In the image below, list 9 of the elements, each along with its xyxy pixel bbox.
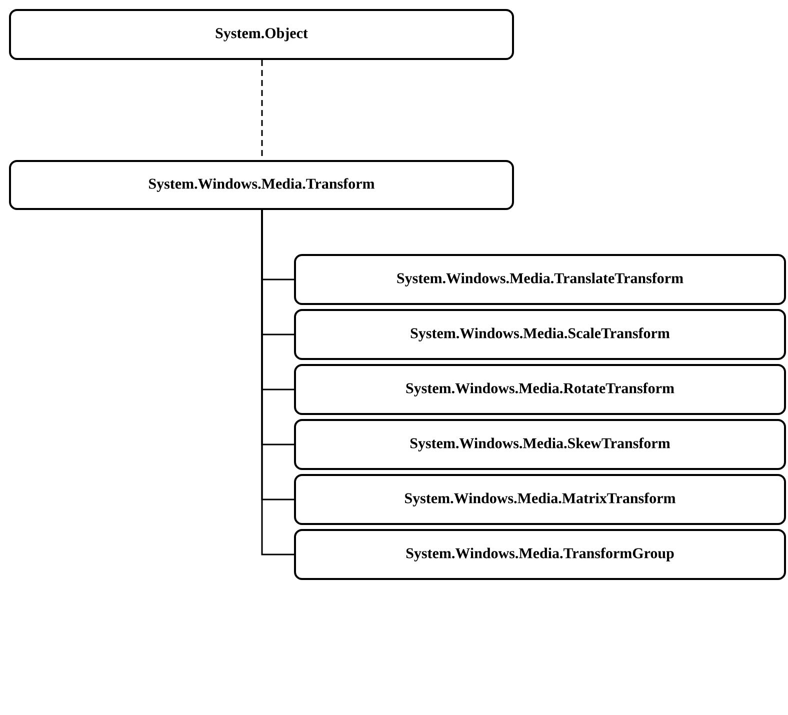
class-box: System.Windows.Media.RotateTransform	[294, 364, 786, 415]
class-box: System.Windows.Media.MatrixTransform	[294, 474, 786, 525]
connector-line	[261, 210, 294, 556]
class-box: System.Windows.Media.SkewTransform	[294, 419, 786, 470]
class-box: System.Windows.Media.TranslateTransform	[294, 254, 786, 305]
class-box: System.Object	[9, 9, 514, 60]
class-box: System.Windows.Media.ScaleTransform	[294, 309, 786, 360]
class-box: System.Windows.Media.Transform	[9, 160, 514, 210]
class-box: System.Windows.Media.TransformGroup	[294, 529, 786, 580]
